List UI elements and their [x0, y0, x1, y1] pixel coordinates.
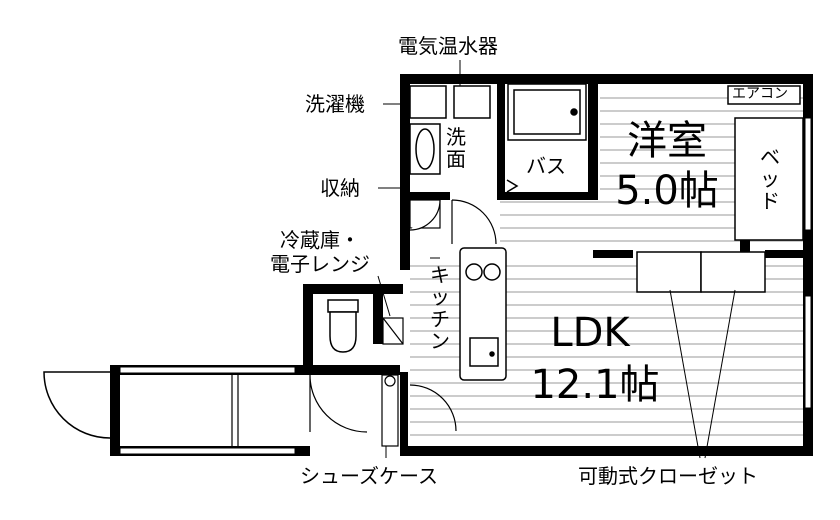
leader-lines — [377, 60, 736, 459]
water-heater-label: 電気温水器 — [398, 34, 498, 58]
movable-closet-label: 可動式クローゼット — [578, 464, 758, 488]
bed — [734, 117, 804, 241]
fridge-box — [382, 317, 404, 345]
washroom-label: 洗面 — [446, 125, 466, 171]
movable-closet — [636, 251, 766, 293]
western-room-name: 洋室 — [627, 118, 707, 164]
bed-label: ベッド — [760, 145, 780, 213]
bathtub — [506, 83, 587, 193]
washroom-door — [451, 199, 497, 245]
washer-label: 洗濯機 — [305, 92, 365, 116]
ldk-door — [409, 384, 457, 432]
aircon-label: エアコン — [732, 86, 788, 102]
washroom-fixtures — [409, 85, 491, 175]
fridge-microwave-label: 冷蔵庫・ 電子レンジ — [270, 228, 370, 276]
toilet — [327, 299, 359, 353]
kitchen-label: キッチン — [430, 263, 450, 353]
toilet-door — [309, 374, 368, 433]
shoe-case — [381, 374, 399, 447]
western-room-size: 5.0帖 — [615, 168, 719, 214]
shoe-case-label: シューズケース — [300, 464, 438, 488]
front-door — [43, 371, 111, 439]
storage-door — [409, 199, 441, 231]
ldk-size: 12.1帖 — [530, 362, 660, 408]
ldk-name: LDK — [550, 310, 630, 356]
bath-label: バス — [526, 154, 566, 178]
storage-label: 収納 — [320, 176, 360, 200]
aircon-unit — [727, 85, 801, 105]
corridor-lines — [231, 375, 239, 446]
windows — [119, 117, 812, 455]
kitchen-counter — [459, 247, 507, 381]
